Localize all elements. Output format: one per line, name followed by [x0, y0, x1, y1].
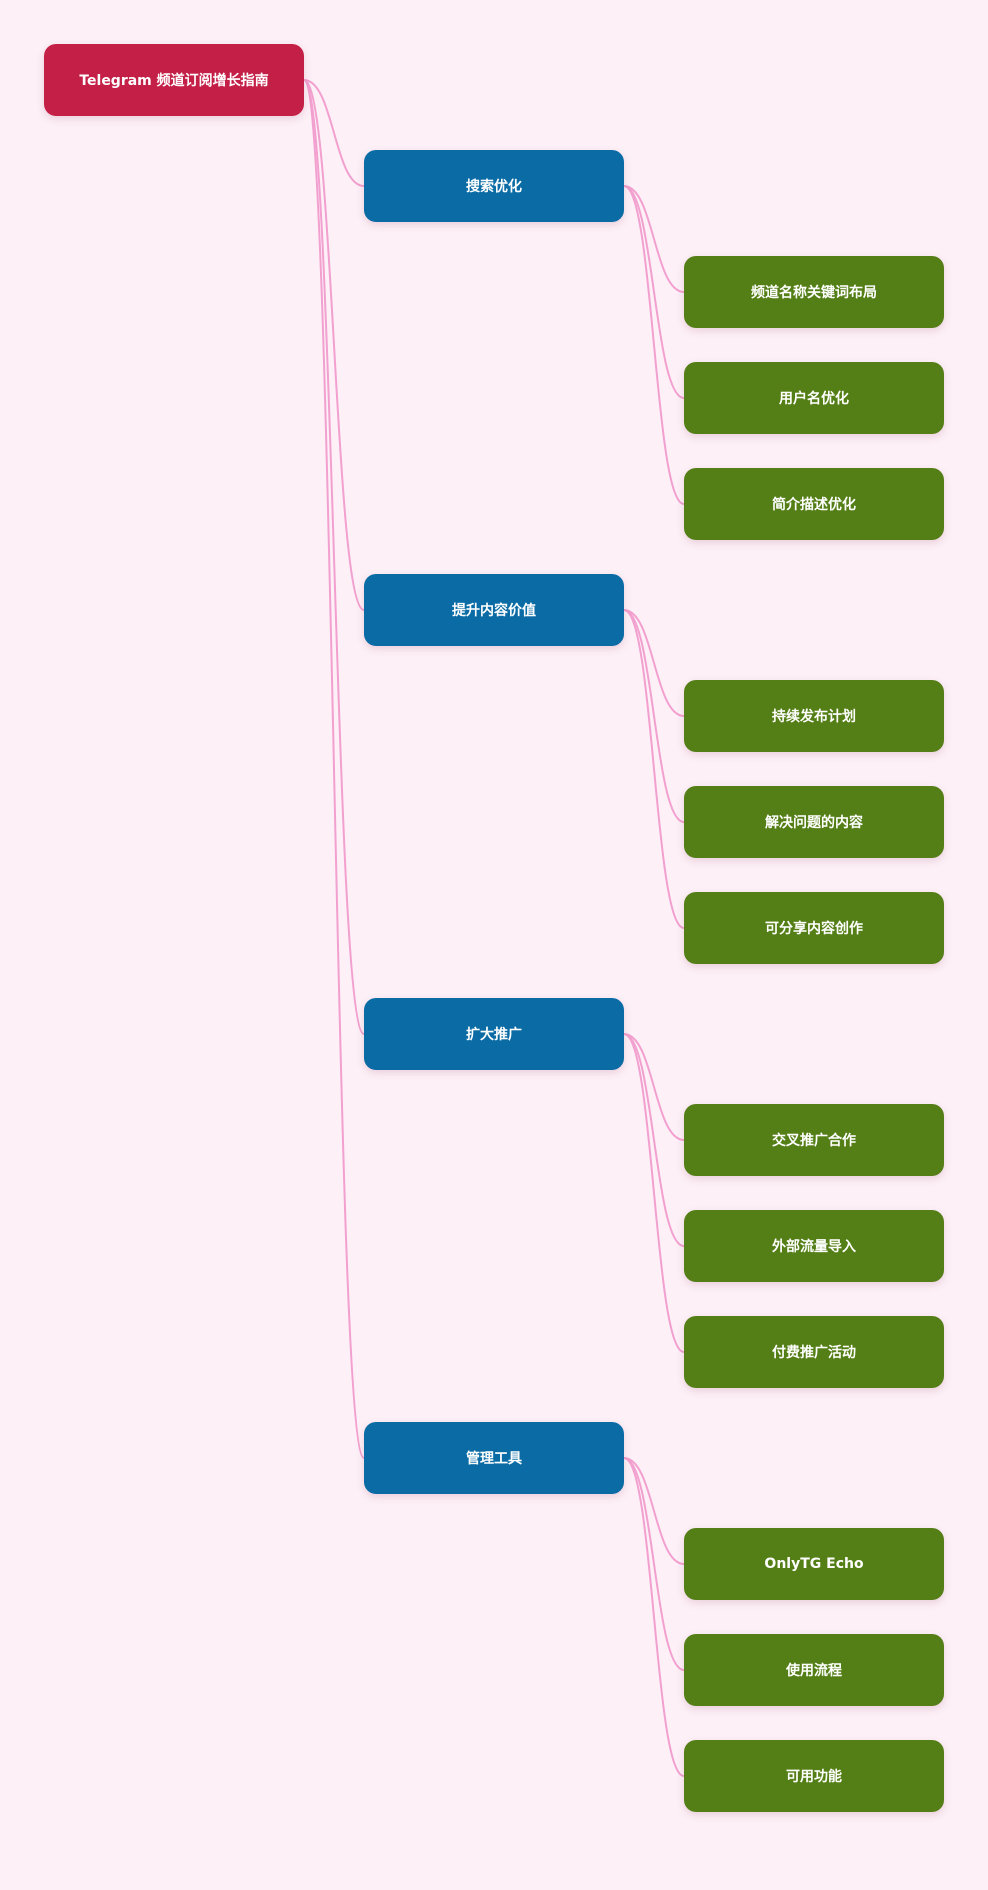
- connector-root-to-category: [303, 79, 365, 1035]
- leaf-node[interactable]: 持续发布计划: [684, 680, 944, 752]
- category-node-label: 提升内容价值: [452, 603, 536, 619]
- connector-category-to-leaf: [623, 609, 685, 717]
- leaf-node-label: 解决问题的内容: [765, 815, 863, 831]
- leaf-node[interactable]: 外部流量导入: [684, 1210, 944, 1282]
- root-node[interactable]: Telegram 频道订阅增长指南: [44, 44, 304, 116]
- leaf-node-label: 可用功能: [786, 1769, 842, 1785]
- leaf-node-label: 使用流程: [786, 1663, 842, 1679]
- connector-category-to-leaf: [623, 609, 685, 929]
- category-node-label: 搜索优化: [466, 179, 522, 195]
- connector-category-to-leaf: [623, 1033, 685, 1353]
- leaf-node-label: 用户名优化: [779, 391, 849, 407]
- leaf-node-label: 可分享内容创作: [765, 921, 863, 937]
- connector-root-to-category: [303, 79, 365, 187]
- leaf-node[interactable]: 可用功能: [684, 1740, 944, 1812]
- leaf-node[interactable]: 交叉推广合作: [684, 1104, 944, 1176]
- connector-category-to-leaf: [623, 1457, 685, 1777]
- leaf-node-label: 持续发布计划: [772, 709, 856, 725]
- leaf-node-label: 交叉推广合作: [772, 1133, 856, 1149]
- category-node-label: 扩大推广: [466, 1027, 522, 1043]
- leaf-node-label: 频道名称关键词布局: [751, 285, 877, 301]
- leaf-node-label: OnlyTG Echo: [764, 1556, 864, 1572]
- connector-category-to-leaf: [623, 609, 685, 823]
- leaf-node[interactable]: 用户名优化: [684, 362, 944, 434]
- connector-category-to-leaf: [623, 185, 685, 505]
- leaf-node[interactable]: 可分享内容创作: [684, 892, 944, 964]
- category-node-label: 管理工具: [466, 1451, 522, 1467]
- connector-category-to-leaf: [623, 185, 685, 399]
- connector-category-to-leaf: [623, 1457, 685, 1671]
- category-node-search-optimization[interactable]: 搜索优化: [364, 150, 624, 222]
- category-node-management-tools[interactable]: 管理工具: [364, 1422, 624, 1494]
- leaf-node[interactable]: 简介描述优化: [684, 468, 944, 540]
- leaf-node[interactable]: 频道名称关键词布局: [684, 256, 944, 328]
- leaf-node[interactable]: OnlyTG Echo: [684, 1528, 944, 1600]
- connector-root-to-category: [303, 79, 365, 611]
- leaf-node[interactable]: 付费推广活动: [684, 1316, 944, 1388]
- leaf-node-label: 外部流量导入: [772, 1239, 856, 1255]
- connector-category-to-leaf: [623, 185, 685, 293]
- connector-root-to-category: [303, 79, 365, 1459]
- category-node-promotion[interactable]: 扩大推广: [364, 998, 624, 1070]
- connector-category-to-leaf: [623, 1033, 685, 1247]
- category-node-content-value[interactable]: 提升内容价值: [364, 574, 624, 646]
- leaf-node-label: 简介描述优化: [772, 497, 856, 513]
- root-node-label: Telegram 频道订阅增长指南: [79, 73, 269, 89]
- leaf-node-label: 付费推广活动: [772, 1345, 856, 1361]
- connector-category-to-leaf: [623, 1457, 685, 1565]
- connector-category-to-leaf: [623, 1033, 685, 1141]
- leaf-node[interactable]: 使用流程: [684, 1634, 944, 1706]
- leaf-node[interactable]: 解决问题的内容: [684, 786, 944, 858]
